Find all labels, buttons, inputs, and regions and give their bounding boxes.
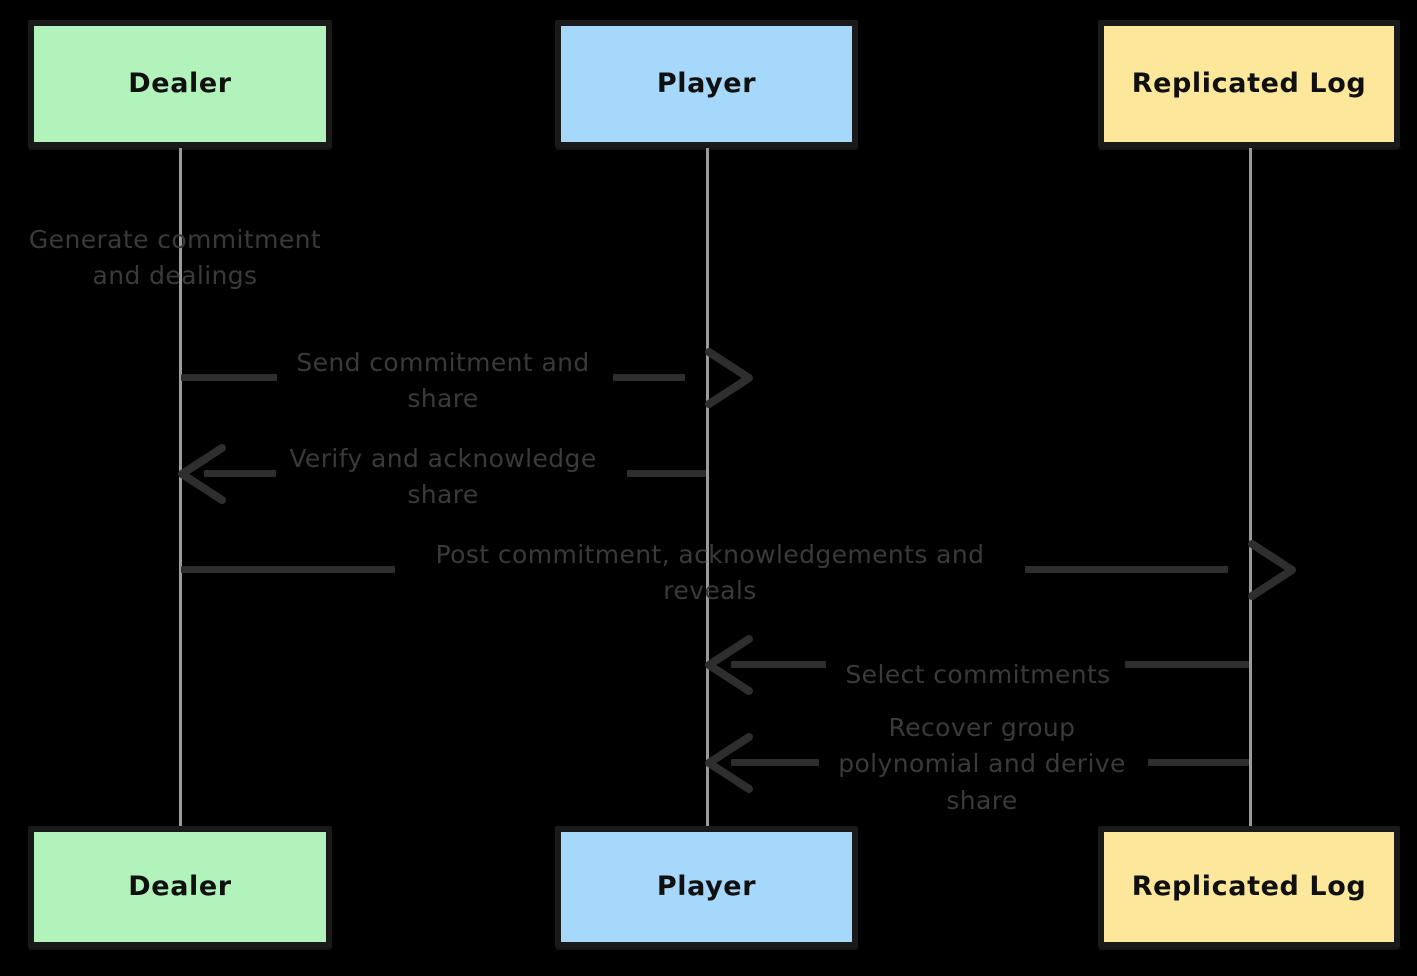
lifeline-replicated-log xyxy=(1249,148,1252,828)
message-line-right-segment xyxy=(613,374,685,381)
message-line-left-segment xyxy=(204,470,276,477)
actor-box-player-top[interactable]: Player xyxy=(555,20,860,149)
lifeline-player xyxy=(706,148,709,828)
actor-box-player-bottom[interactable]: Player xyxy=(555,826,860,949)
actor-box-replicated-log-top[interactable]: Replicated Log xyxy=(1098,20,1402,149)
message-label-recover-group-polynomial-derive-share: Recover group polynomial and derive shar… xyxy=(838,713,1126,815)
message-line-left-segment xyxy=(181,374,277,381)
message-line-right-segment xyxy=(1148,759,1249,766)
lifeline-dealer xyxy=(179,148,182,828)
note-generate-commitment: Generate commitment and dealings xyxy=(28,225,322,291)
message-label-verify-and-acknowledge-share: Verify and acknowledge share xyxy=(289,444,597,510)
actor-label-player-top: Player xyxy=(656,68,757,100)
actor-box-replicated-log-bottom[interactable]: Replicated Log xyxy=(1098,826,1402,949)
actor-label-replicated-log-top: Replicated Log xyxy=(1131,68,1367,100)
message-line-right-segment xyxy=(1125,661,1249,668)
message-line-left-segment xyxy=(731,759,819,766)
actor-box-dealer-top[interactable]: Dealer xyxy=(28,20,334,149)
message-line-left-segment xyxy=(731,661,826,668)
message-label-send-commitment-and-share: Send commitment and share xyxy=(296,348,590,414)
message-label-select-commitments: Select commitments xyxy=(845,660,1111,689)
message-line-right-segment xyxy=(1025,566,1228,573)
message-line-left-segment xyxy=(181,566,395,573)
actor-label-dealer-top: Dealer xyxy=(128,68,232,100)
actor-label-replicated-log-bottom: Replicated Log xyxy=(1131,871,1367,903)
actor-box-dealer-bottom[interactable]: Dealer xyxy=(28,826,334,949)
actor-label-dealer-bottom: Dealer xyxy=(128,871,232,903)
actor-label-player-bottom: Player xyxy=(656,871,757,903)
message-label-post-commitment-acknowledgements-reveals: Post commitment, acknowledgements and re… xyxy=(435,540,985,606)
message-line-right-segment xyxy=(627,470,706,477)
